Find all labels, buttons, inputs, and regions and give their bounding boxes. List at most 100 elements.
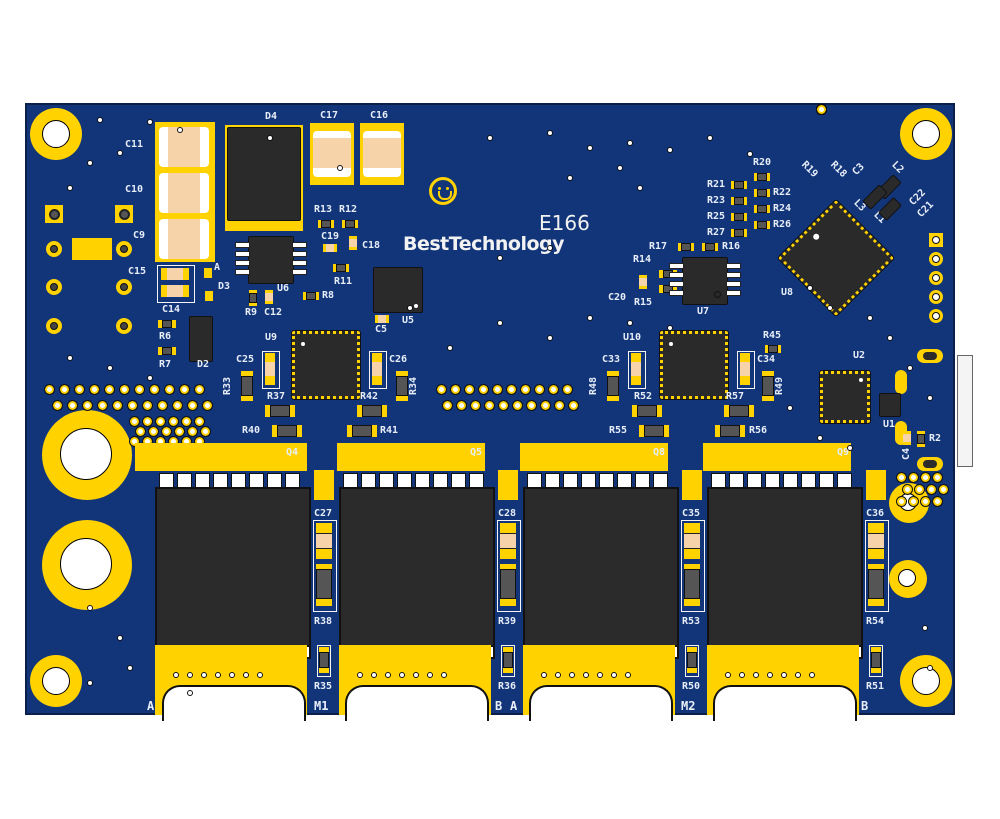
header-pad [115,205,133,223]
mosfet-tab [765,473,780,488]
label-c11: C11 [125,139,144,150]
resistor-r38 [316,564,332,606]
resistor-r9 [249,290,257,306]
power-terminal-hole-2 [42,520,132,610]
resistor-r22 [754,189,770,197]
via [427,672,433,678]
via [371,672,377,678]
via [902,484,913,495]
via [567,175,573,181]
via [337,165,343,171]
label-c27: C27 [314,508,333,519]
via [562,384,573,395]
terminal-label-a1: A [147,699,155,713]
label-r54: R54 [866,616,885,627]
via [478,384,489,395]
label-r11: R11 [334,276,353,287]
via [129,436,140,447]
ic-pin [669,263,684,269]
capacitor-c17 [313,131,351,177]
via [385,672,391,678]
via [667,325,673,331]
via [129,416,140,427]
mosfet-tab [451,473,466,488]
mosfet-q5 [339,487,495,659]
label-u1: U1 [883,419,896,430]
ic-pin [235,242,250,248]
label-r57: R57 [726,391,745,402]
via [127,400,138,411]
via [725,672,731,678]
mosfet-tab [177,473,192,488]
via [617,165,623,171]
resistor-r17 [678,243,694,251]
label-c4: C4 [901,447,913,461]
label-c19: C19 [321,231,340,242]
label-r45: R45 [763,330,782,341]
usb-connector[interactable] [957,355,973,467]
label-c33: C33 [602,354,621,365]
resistor-r2 [917,431,925,447]
via [554,400,565,411]
resistor-r39 [500,564,516,606]
mosfet-tab [635,473,650,488]
via [548,384,559,395]
ic-u1 [879,393,901,417]
label-r41: R41 [380,425,399,436]
resistor-r33 [241,371,253,401]
label-r39: R39 [498,616,517,627]
mosfet-tab [285,473,300,488]
label-r12: R12 [339,204,358,215]
label-r36: R36 [498,681,517,692]
label-r20: R20 [753,157,772,168]
via [547,130,553,136]
ic-pin [726,290,741,296]
label-r38: R38 [314,616,333,627]
label-q9: Q9 [837,447,850,458]
via [87,680,93,686]
label-r18: R18 [828,159,849,180]
label-c14: C14 [162,304,181,315]
via [447,345,453,351]
smiley-logo-icon [429,177,457,205]
via [568,400,579,411]
via [200,426,211,437]
label-r16: R16 [722,241,741,252]
via [148,426,159,437]
via [569,672,575,678]
via [187,672,193,678]
resistor-r26 [754,221,770,229]
label-r7: R7 [159,359,172,370]
c28-r39-outline [497,520,521,612]
d3-pad [204,268,212,278]
via [807,285,813,291]
via [87,605,93,611]
capacitor-c16 [363,131,401,177]
via [555,672,561,678]
header-pin [929,309,943,323]
via [142,400,153,411]
mosfet-q8 [523,487,679,659]
label-r49: R49 [774,376,786,396]
ic-pin [292,242,307,248]
c33-outline [628,351,646,389]
label-c34: C34 [757,354,776,365]
via [194,384,205,395]
ic-pin [292,269,307,275]
mosfet-tab [231,473,246,488]
via [922,625,928,631]
via [867,315,873,321]
via [147,119,153,125]
via [767,672,773,678]
capacitor-c11 [159,127,209,167]
label-c10: C10 [125,184,144,195]
label-q4: Q4 [286,447,299,458]
via [194,416,205,427]
label-r37: R37 [267,391,286,402]
via [887,335,893,341]
via [627,320,633,326]
mounting-hole-top-left [30,108,82,160]
header-pad [116,279,132,295]
via [104,384,115,395]
label-r26: R26 [773,219,792,230]
